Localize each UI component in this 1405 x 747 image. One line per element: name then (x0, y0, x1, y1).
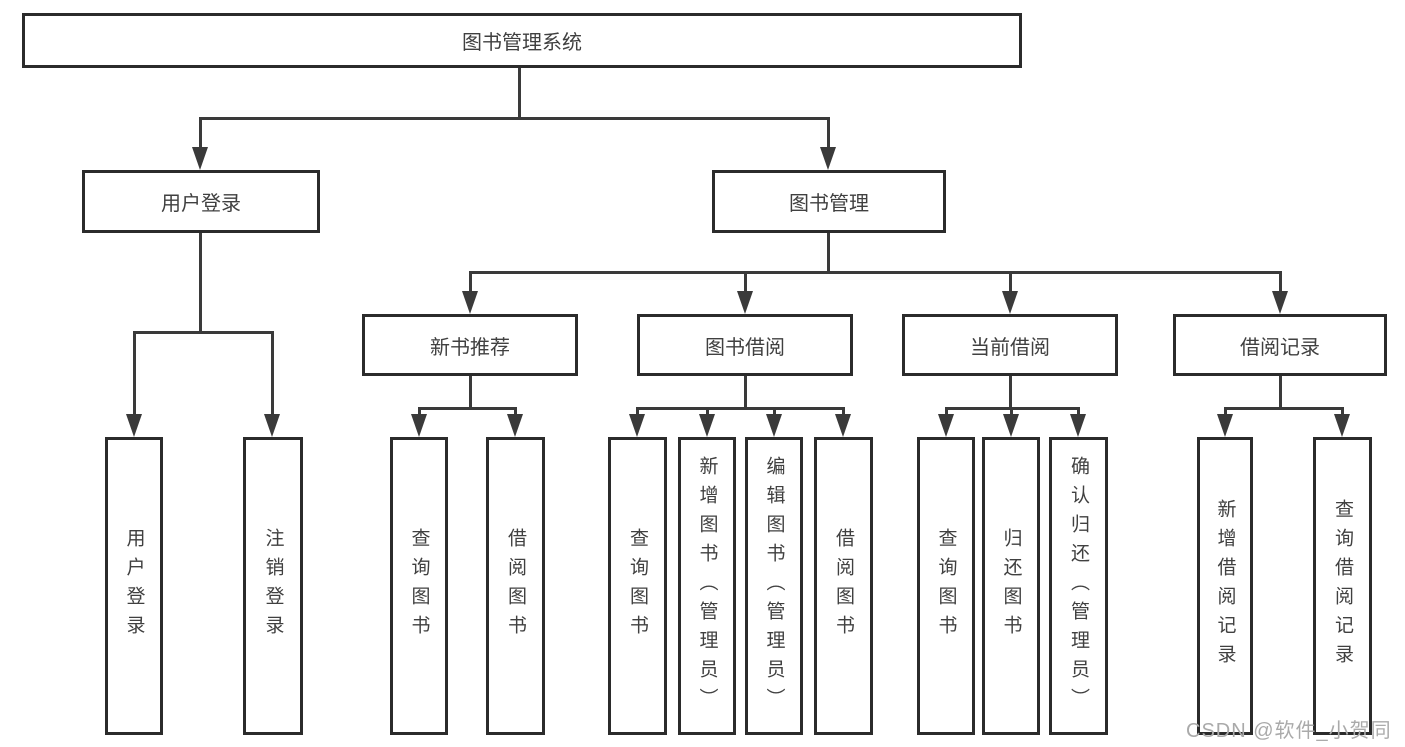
node-current-borrow-label: 当前借阅 (970, 336, 1050, 359)
leaf-confirm-return-admin: 确认归还（管理员） (1049, 437, 1108, 735)
node-root-label: 图书管理系统 (462, 32, 582, 54)
leaf-logout: 注销登录 (243, 437, 303, 735)
leaf-add-books-admin: 新增图书（管理员） (678, 437, 736, 735)
arrowhead-leaf (1003, 414, 1019, 437)
connector-user-login-stem (199, 232, 202, 333)
node-new-book-rec: 新书推荐 (362, 314, 578, 376)
arrowhead-leaf (629, 414, 645, 437)
connector-book-mgmt-stem (827, 232, 830, 273)
connector-leaf-drop (842, 407, 845, 415)
leaf-query-books-2: 查询图书 (608, 437, 667, 735)
connector-current-borrow-drop (1009, 271, 1012, 292)
node-user-login: 用户登录 (82, 170, 320, 233)
arrowhead-leaf (1334, 414, 1350, 437)
connector-leaf-drop (1341, 407, 1344, 415)
connector-level3-branch (469, 271, 1282, 274)
leaf-query-borrow-record: 查询借阅记录 (1313, 437, 1372, 735)
leaf-borrow-books-2-label: 借阅图书 (833, 528, 854, 644)
arrowhead-leaf (1217, 414, 1233, 437)
leaf-edit-books-admin-label: 编辑图书（管理员） (763, 455, 785, 717)
leaf-borrow-books-1: 借阅图书 (486, 437, 545, 735)
arrowhead-leaf (411, 414, 427, 437)
node-new-book-rec-label: 新书推荐 (430, 336, 510, 359)
arrowhead-book-mgmt (820, 147, 836, 170)
connector-new-book-drop (469, 271, 472, 292)
leaf-confirm-return-admin-label: 确认归还（管理员） (1068, 455, 1089, 717)
leaf-query-books-3-label: 查询图书 (935, 528, 957, 644)
node-borrow-records-label: 借阅记录 (1240, 336, 1320, 359)
node-book-borrow-label: 图书借阅 (705, 336, 785, 359)
arrowhead-leaf (938, 414, 954, 437)
connector-level2-branch (199, 117, 830, 120)
connector-leaf-drop (945, 407, 948, 415)
leaf-query-books-3: 查询图书 (917, 437, 975, 735)
connector-login-leaf-drop (133, 331, 136, 415)
leaf-add-books-admin-label: 新增图书（管理员） (696, 455, 718, 717)
connector-current-borrow-stem (1009, 375, 1012, 409)
connector-new-book-branch (418, 407, 517, 410)
connector-leaf-drop (514, 407, 517, 415)
arrowhead-leaf (835, 414, 851, 437)
connector-leaf-drop (1077, 407, 1080, 415)
leaf-user-login-label: 用户登录 (123, 528, 145, 644)
leaf-query-borrow-record-label: 查询借阅记录 (1332, 499, 1353, 673)
connector-user-login-branch (133, 331, 274, 334)
leaf-borrow-books-2: 借阅图书 (814, 437, 873, 735)
node-borrow-records: 借阅记录 (1173, 314, 1387, 376)
node-book-borrow: 图书借阅 (637, 314, 853, 376)
arrowhead-leaf (507, 414, 523, 437)
connector-borrow-records-branch (1224, 407, 1344, 410)
connector-borrow-records-drop (1279, 271, 1282, 292)
arrowhead-borrow-records (1272, 291, 1288, 314)
connector-book-borrow-drop (744, 271, 747, 292)
leaf-borrow-books-1-label: 借阅图书 (505, 528, 526, 644)
leaf-add-borrow-record-label: 新增借阅记录 (1214, 499, 1236, 673)
arrowhead-leaf (1070, 414, 1086, 437)
leaf-return-books: 归还图书 (982, 437, 1040, 735)
node-current-borrow: 当前借阅 (902, 314, 1118, 376)
connector-book-borrow-branch (636, 407, 845, 410)
connector-logout-leaf-drop (271, 331, 274, 415)
arrowhead-logout-leaf (264, 414, 280, 437)
leaf-return-books-label: 归还图书 (1000, 528, 1022, 644)
arrowhead-current-borrow (1002, 291, 1018, 314)
leaf-add-borrow-record: 新增借阅记录 (1197, 437, 1253, 735)
connector-leaf-drop (1224, 407, 1227, 415)
arrowhead-book-borrow (737, 291, 753, 314)
csdn-watermark: CSDN @软件_小贺同学 (1186, 720, 1392, 742)
arrowhead-login-leaf (126, 414, 142, 437)
leaf-logout-label: 注销登录 (262, 528, 284, 644)
connector-book-borrow-stem (744, 375, 747, 409)
arrowhead-leaf (699, 414, 715, 437)
node-book-mgmt-label: 图书管理 (789, 193, 869, 215)
connector-book-mgmt-drop (827, 117, 830, 148)
connector-leaf-drop (636, 407, 639, 415)
connector-user-login-drop (199, 117, 202, 148)
leaf-query-books-2-label: 查询图书 (627, 528, 648, 644)
connector-leaf-drop (418, 407, 421, 415)
arrowhead-leaf (766, 414, 782, 437)
leaf-edit-books-admin: 编辑图书（管理员） (745, 437, 803, 735)
connector-borrow-records-stem (1279, 375, 1282, 409)
leaf-user-login: 用户登录 (105, 437, 163, 735)
connector-new-book-stem (469, 375, 472, 409)
connector-root-stem (518, 67, 521, 119)
leaf-query-books-1: 查询图书 (390, 437, 448, 735)
connector-leaf-drop (1010, 407, 1013, 415)
arrowhead-user-login (192, 147, 208, 170)
leaf-query-books-1-label: 查询图书 (408, 528, 430, 644)
node-root: 图书管理系统 (22, 13, 1022, 68)
node-book-mgmt: 图书管理 (712, 170, 946, 233)
connector-leaf-drop (706, 407, 709, 415)
connector-leaf-drop (773, 407, 776, 415)
node-user-login-label: 用户登录 (161, 193, 241, 215)
arrowhead-new-book (462, 291, 478, 314)
